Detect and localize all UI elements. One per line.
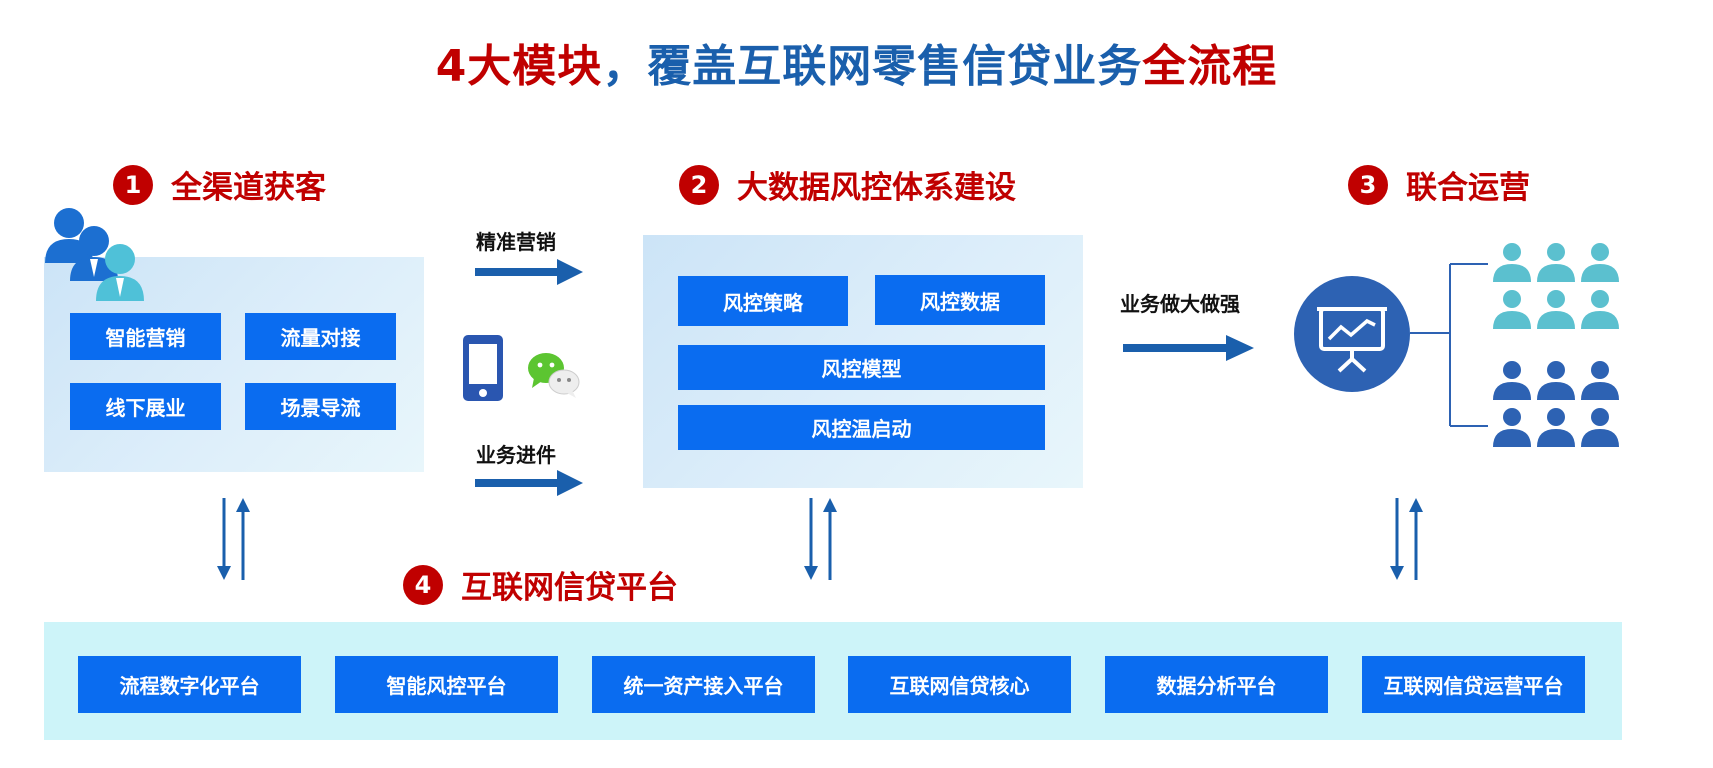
flow-label-grow: 业务做大做强 bbox=[1120, 292, 1240, 316]
module-4-number: 4 bbox=[403, 564, 443, 605]
arrow-right-icon bbox=[475, 259, 583, 285]
platform-item-2: 智能风控平台 bbox=[335, 656, 558, 713]
page-title: 4大模块，覆盖互联网零售信贷业务全流程 bbox=[0, 30, 1713, 94]
bidirectional-arrow-icon bbox=[804, 498, 837, 580]
acquisition-item-2: 流量对接 bbox=[245, 313, 396, 360]
arrow-right-icon bbox=[1123, 335, 1254, 361]
acquisition-item-1: 智能营销 bbox=[70, 313, 221, 360]
blue-people-grid-icon bbox=[1493, 361, 1619, 447]
module-3-number: 3 bbox=[1348, 164, 1388, 205]
platform-item-4: 互联网信贷核心 bbox=[848, 656, 1071, 713]
acquisition-item-3: 线下展业 bbox=[70, 383, 221, 430]
platform-item-3: 统一资产接入平台 bbox=[592, 656, 815, 713]
module-2-number: 2 bbox=[679, 164, 719, 205]
risk-item-strategy: 风控策略 bbox=[678, 276, 848, 326]
module-1-label: 全渠道获客 bbox=[171, 170, 326, 206]
presentation-icon bbox=[1294, 276, 1410, 392]
bidirectional-arrow-icon bbox=[1390, 498, 1423, 580]
arrow-right-icon bbox=[475, 470, 583, 496]
mobile-phone-icon bbox=[463, 335, 503, 401]
flow-label-marketing: 精准营销 bbox=[476, 230, 556, 254]
title-part-2: ，覆盖互联网零售信贷业务 bbox=[602, 41, 1143, 92]
module-1-header: 1 全渠道获客 bbox=[113, 162, 326, 207]
module-2-label: 大数据风控体系建设 bbox=[737, 170, 1016, 206]
module-3-header: 3 联合运营 bbox=[1348, 162, 1530, 207]
bracket-connector bbox=[1410, 263, 1488, 427]
wechat-icon bbox=[528, 353, 580, 398]
module-3-label: 联合运营 bbox=[1406, 170, 1530, 206]
module-1-number: 1 bbox=[113, 164, 153, 205]
teal-people-grid-icon bbox=[1493, 243, 1619, 329]
people-group-icon bbox=[45, 208, 144, 301]
title-part-3: 全流程 bbox=[1142, 41, 1278, 92]
platform-item-6: 互联网信贷运营平台 bbox=[1362, 656, 1585, 713]
module-4-label: 互联网信贷平台 bbox=[461, 570, 678, 606]
platform-band bbox=[44, 622, 1622, 740]
module-2-header: 2 大数据风控体系建设 bbox=[679, 162, 1016, 207]
platform-item-5: 数据分析平台 bbox=[1105, 656, 1328, 713]
risk-item-data: 风控数据 bbox=[875, 275, 1045, 325]
module-4-header: 4 互联网信贷平台 bbox=[403, 562, 678, 607]
flow-label-application: 业务进件 bbox=[476, 443, 556, 467]
acquisition-item-4: 场景导流 bbox=[245, 383, 396, 430]
bidirectional-arrow-icon bbox=[217, 498, 250, 580]
risk-item-model: 风控模型 bbox=[678, 345, 1045, 390]
title-part-1: 4大模块 bbox=[435, 41, 603, 92]
platform-item-1: 流程数字化平台 bbox=[78, 656, 301, 713]
risk-item-warm-start: 风控温启动 bbox=[678, 405, 1045, 450]
